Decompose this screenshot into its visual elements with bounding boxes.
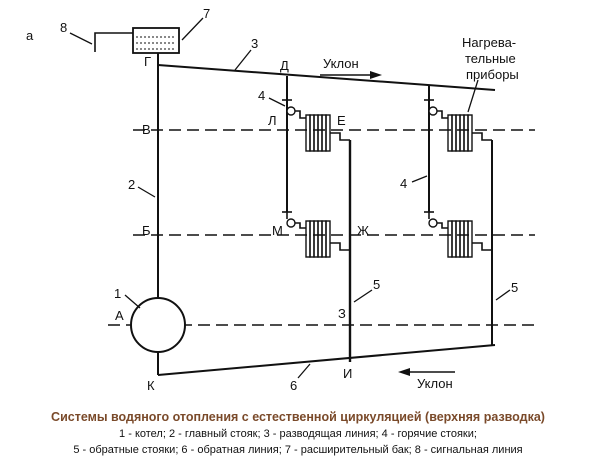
valve-right-lower (423, 211, 438, 228)
boiler (130, 297, 186, 353)
leader-lines (69, 17, 511, 379)
panel-label: а (26, 28, 34, 43)
radiator-right-upper (447, 114, 473, 152)
slope-label-top: Уклон (323, 56, 359, 71)
radiator-left-upper (305, 114, 331, 152)
number-label-8: 8 (60, 20, 67, 35)
heater-label-line3: приборы (466, 67, 519, 82)
expansion-tank (132, 27, 180, 54)
branch-pipes-right (437, 110, 492, 251)
point-label-zh: Ж (357, 223, 369, 238)
return-line (157, 344, 496, 376)
caption-legend-line2: 5 - обратные стояки; 6 - обратная линия;… (73, 444, 523, 456)
number-label-7: 7 (203, 6, 210, 21)
supply-line (157, 64, 496, 91)
point-label-a: А (115, 308, 124, 323)
point-label-d: Д (280, 58, 289, 73)
point-label-e: Е (337, 113, 346, 128)
number-label-5-right: 5 (511, 280, 518, 295)
point-label-m: М (272, 223, 283, 238)
radiator-left-lower (305, 220, 331, 258)
heater-label-line2: тельные (465, 51, 516, 66)
number-label-2: 2 (128, 177, 135, 192)
number-label-1: 1 (114, 286, 121, 301)
number-label-4-left: 4 (258, 88, 265, 103)
point-label-v: В (142, 122, 151, 137)
point-label-b: Б (142, 223, 151, 238)
point-label-z: З (338, 306, 346, 321)
valve-left-lower (281, 211, 296, 228)
slope-arrow-bottom (398, 368, 455, 376)
point-label-i: И (343, 366, 352, 381)
heating-system-diagram: Нагрева- тельные приборы Уклон Уклон а Г… (26, 6, 535, 393)
number-label-4-right: 4 (400, 176, 407, 191)
branch-pipes-left (295, 110, 350, 251)
point-label-l: Л (268, 113, 277, 128)
caption-title: Системы водяного отопления с естественно… (51, 410, 545, 424)
number-label-6: 6 (290, 378, 297, 393)
number-label-3: 3 (251, 36, 258, 51)
caption-legend-line1: 1 - котел; 2 - главный стояк; 3 - развод… (119, 428, 477, 440)
point-label-k: К (147, 378, 155, 393)
number-label-5-left: 5 (373, 277, 380, 292)
valve-left-upper (281, 99, 296, 116)
radiator-right-lower (447, 220, 473, 258)
heater-label-line1: Нагрева- (462, 35, 516, 50)
signal-line (94, 32, 147, 52)
valve-right-upper (423, 99, 438, 116)
slope-arrow-top (320, 71, 382, 79)
slope-label-bottom: Уклон (417, 376, 453, 391)
point-label-g: Г (144, 54, 151, 69)
